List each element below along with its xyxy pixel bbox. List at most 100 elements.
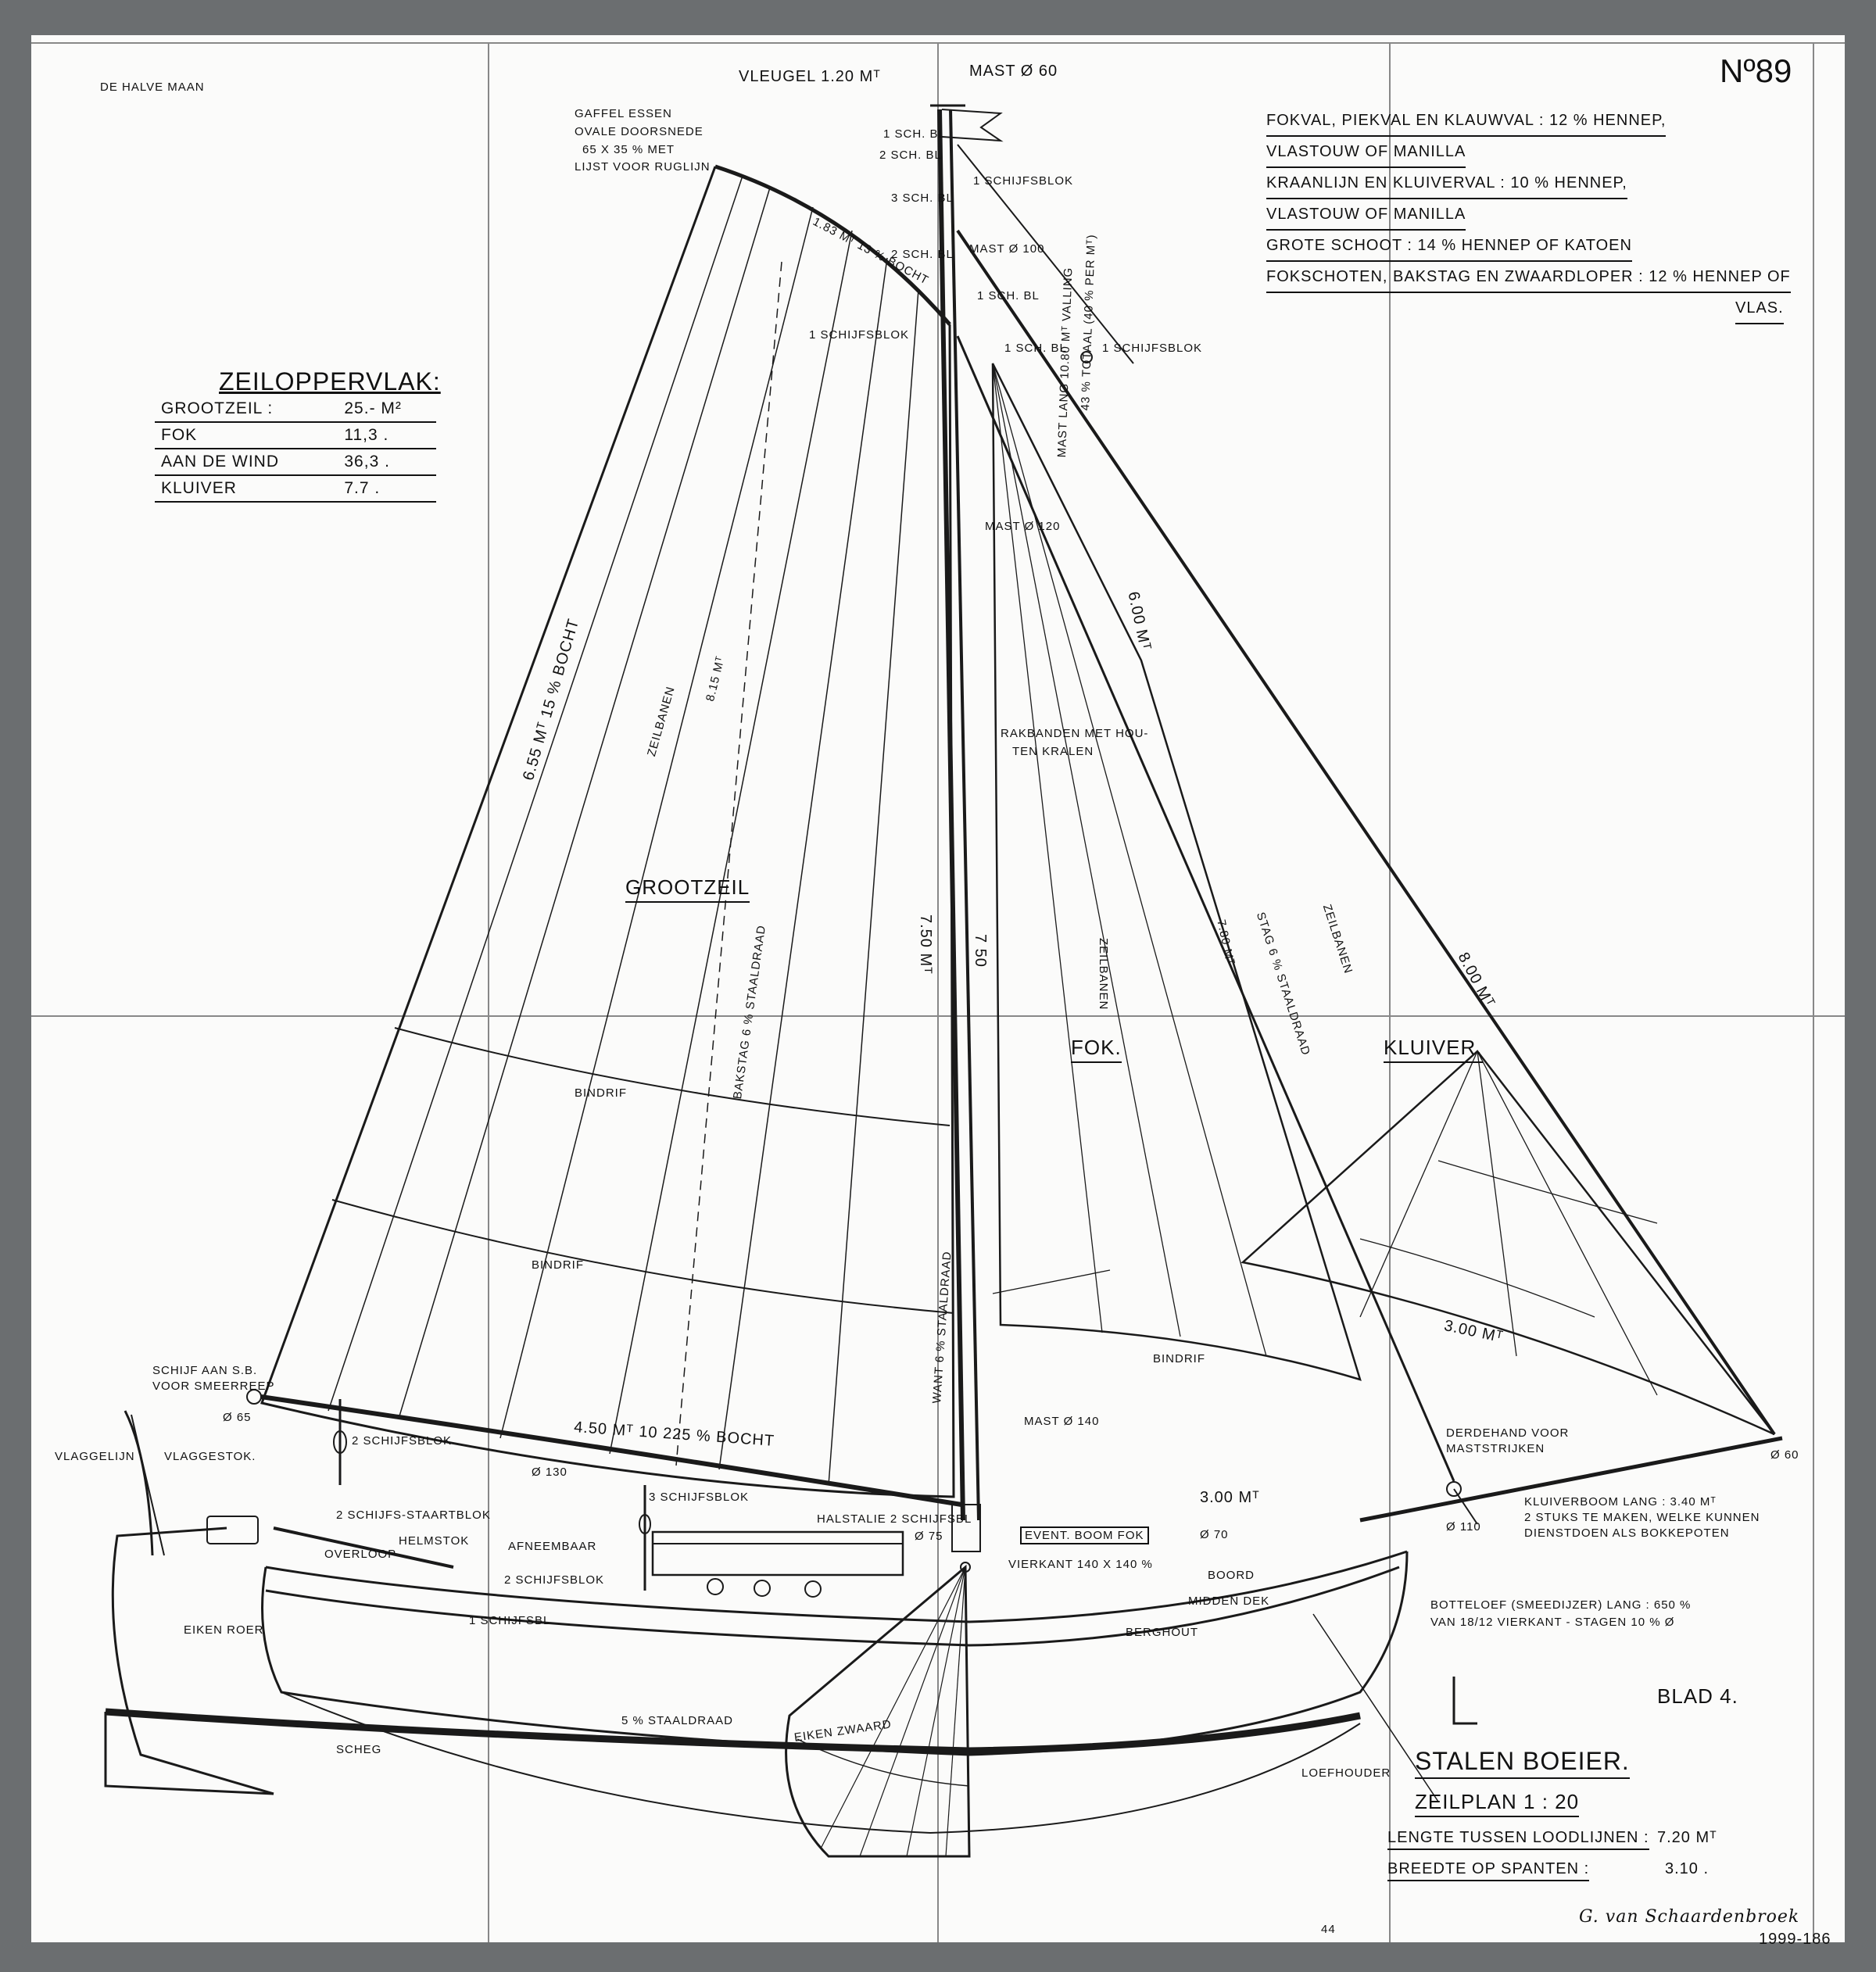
rigging-note: FOKSCHOTEN, BAKSTAG EN ZWAARDLOPER : 12 …	[1266, 262, 1791, 293]
label-grootzeil: GROOTZEIL	[625, 875, 750, 903]
kluiver-outline	[1241, 1050, 1775, 1436]
label-schijfsblok-3b: 3 SCHIJFSBLOK	[649, 1491, 750, 1504]
label-gaffel-1: GAFFEL ESSEN	[575, 107, 672, 120]
label-zeilbanen-2: ZEILBANEN	[1097, 938, 1110, 1011]
label-derdehand-2: MASTSTRIJKEN	[1446, 1442, 1545, 1455]
main-boom	[249, 1393, 962, 1507]
sail-area-name: KLUIVER	[155, 475, 338, 503]
label-rib-750: 7 50	[972, 934, 989, 968]
label-schijf-2: VOOR SMEERREEP	[152, 1380, 275, 1393]
bowsprit	[1359, 1436, 1783, 1523]
mainsail-leech-dashes	[675, 261, 782, 1466]
sheet-fold-lines	[31, 42, 1845, 1942]
label-gaffel-4: LIJST VOOR RUGLIJN	[575, 160, 711, 174]
sail-plan-drawing	[31, 42, 1845, 1942]
label-schijfsblok-4: 2 SCHIJFSBLOK	[504, 1573, 605, 1587]
gaff	[714, 164, 951, 326]
label-gaffel-3: 65 X 35 % MET	[582, 143, 675, 156]
rigging-notes: FOKVAL, PIEKVAL EN KLAUWVAL : 12 % HENNE…	[1266, 106, 1791, 324]
label-o110: Ø 110	[1446, 1520, 1481, 1534]
label-fok: FOK.	[1071, 1036, 1122, 1063]
label-eiken-roer: EIKEN ROER	[184, 1623, 264, 1637]
rigging-note: FOKVAL, PIEKVAL EN KLAUWVAL : 12 % HENNE…	[1266, 106, 1667, 137]
label-schijfsblok-boom: 2 SCHIJFSBLOK	[352, 1434, 453, 1448]
label-vlaggelijn: VLAGGELIJN	[55, 1450, 135, 1463]
label-kluiverboom-1: KLUIVERBOOM LANG : 3.40 Mᵀ	[1524, 1495, 1717, 1509]
label-midden-dek: MIDDEN DEK	[1188, 1594, 1270, 1608]
sail-area-value: 7.7 .	[338, 475, 436, 503]
corner-number: 44	[1321, 1923, 1336, 1936]
label-kluiverboom-3: DIENSTDOEN ALS BOKKEPOTEN	[1524, 1526, 1730, 1540]
sail-area-title: ZEILOPPERVLAK:	[219, 367, 441, 395]
label-bindrif-3: BINDRIF	[1153, 1352, 1205, 1365]
label-berghout: BERGHOUT	[1126, 1626, 1199, 1639]
label-boord: BOORD	[1208, 1569, 1255, 1582]
mainsail-outline	[260, 166, 955, 1498]
label-gaffel-2: OVALE DOORSNEDE	[575, 125, 704, 138]
label-bindrif-1: BINDRIF	[575, 1086, 627, 1100]
sail-area-name: AAN DE WIND	[155, 449, 338, 476]
label-mast60: MAST Ø 60	[969, 63, 1058, 80]
label-loefhouder: LOEFHOUDER	[1301, 1766, 1391, 1780]
rigging-note: KRAANLIJN EN KLUIVERVAL : 10 % HENNEP,	[1266, 168, 1627, 199]
rigging-note: GROTE SCHOOT : 14 % HENNEP OF KATOEN	[1266, 231, 1632, 262]
label-schijfsel: 1 SCHIJFSBL	[469, 1614, 551, 1627]
label-derdehand-1: DERDEHAND VOOR	[1446, 1426, 1570, 1440]
label-sch-bl-3: 3 SCH. BL	[891, 191, 954, 205]
label-hoogte-750: 7.50 Mᵀ	[917, 914, 934, 975]
label-overloop: OVERLOOP	[324, 1548, 397, 1561]
bindrif-top	[394, 1027, 951, 1126]
label-vleugel: VLEUGEL 1.20 Mᵀ	[739, 68, 881, 85]
yard-label: DE HALVE MAAN	[100, 81, 205, 94]
archive-number: 1999-186	[1759, 1931, 1831, 1948]
sail-area-value: 11,3 .	[338, 422, 436, 449]
label-helmstok: HELMSTOK	[399, 1534, 470, 1548]
width-value: 3.10 .	[1665, 1860, 1710, 1877]
label-mast140: MAST Ø 140	[1024, 1415, 1100, 1428]
label-kluiver: KLUIVER.	[1384, 1036, 1483, 1063]
drawing-subtitle: ZEILPLAN 1 : 20	[1415, 1790, 1580, 1817]
label-mast100: MAST Ø 100	[969, 242, 1045, 256]
sail-area-value: 36,3 .	[338, 449, 436, 476]
width-label: BREEDTE OP SPANTEN :	[1387, 1860, 1590, 1881]
label-mast120: MAST Ø 120	[985, 520, 1061, 533]
label-vierkant: VIERKANT 140 X 140 %	[1008, 1558, 1153, 1571]
sheet-number: Nº89	[1720, 52, 1792, 89]
forestay	[956, 229, 1776, 1436]
sail-area-name: GROOTZEIL :	[155, 396, 338, 423]
rigging-note: VLASTOUW OF MANILLA	[1266, 137, 1466, 168]
label-sch-bl-6: 1 SCH. BL	[1004, 342, 1067, 355]
label-sch-bl-1: 1 SCH. BL	[883, 127, 946, 141]
sail-area-value: 25.- M²	[338, 396, 436, 423]
label-sch-bl-2: 2 SCH. BL	[879, 149, 942, 162]
leeboard	[785, 1564, 971, 1858]
fok-seams	[992, 363, 1267, 1357]
label-o75: Ø 75	[915, 1530, 943, 1543]
label-rakbanden-1: RAKBANDEN MET HOU-	[1001, 727, 1149, 740]
label-sch-bl-4: 2 SCH. BL	[891, 248, 954, 261]
label-sch-bl-5: 1 SCH. BL	[977, 289, 1040, 302]
drawing-sheet: DE HALVE MAAN Nº89 ZEILOPPERVLAK: GROOTZ…	[31, 35, 1845, 1948]
label-schijfsblok-3: 1 SCHIJFSBLOK	[809, 328, 910, 342]
label-staaldraad: 5 % STAALDRAAD	[621, 1714, 733, 1727]
label-schijfsblok-1: 1 SCHIJFSBLOK	[973, 174, 1074, 188]
mainsail-seams	[328, 175, 919, 1486]
label-afneembaar: AFNEEMBAAR	[508, 1540, 597, 1553]
label-o130: Ø 130	[532, 1466, 567, 1479]
signature: G. van Schaardenbroek	[1579, 1907, 1800, 1927]
fok-outline	[991, 363, 1362, 1381]
label-event-boom-fok: EVENT. BOOM FOK	[1020, 1526, 1149, 1544]
label-bindrif-2: BINDRIF	[532, 1258, 584, 1272]
jib-stay	[956, 335, 1455, 1482]
sail-area-row: GROOTZEIL :25.- M²	[155, 396, 436, 423]
label-o70: Ø 70	[1200, 1528, 1229, 1541]
hull	[104, 1410, 1409, 1834]
blad-label: BLAD 4.	[1657, 1684, 1738, 1708]
rigging-note: VLAS.	[1735, 293, 1784, 324]
label-schijfsblok-2: 1 SCHIJFSBLOK	[1102, 342, 1203, 355]
label-rakbanden-2: TEN KRALEN	[1012, 745, 1094, 758]
